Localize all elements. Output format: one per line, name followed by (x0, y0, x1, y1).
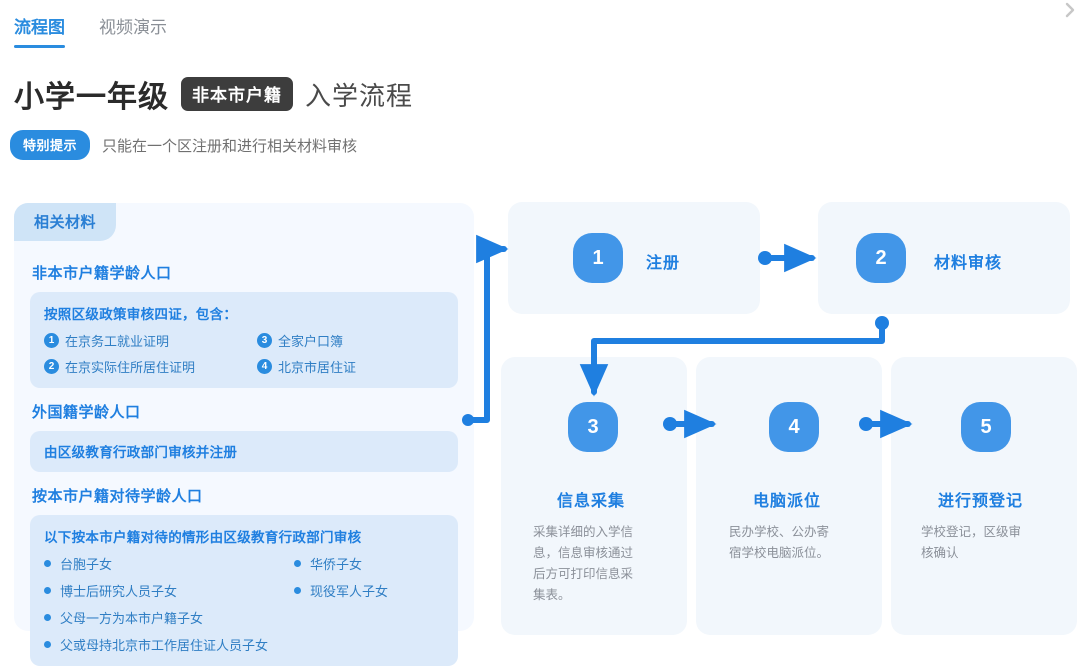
tab-flowchart-label: 流程图 (14, 18, 65, 37)
non-local-requirements-box: 按照区级政策审核四证，包含： 1 在京务工就业证明 3 全家户口簿 2 在京实际… (30, 292, 458, 388)
step-badge-3: 3 (568, 402, 618, 452)
list-item: 台胞子女 (44, 554, 294, 573)
list-item: 2 在京实际住所居住证明 (44, 357, 257, 376)
list-item-label: 全家户口簿 (278, 334, 344, 349)
step-label-1: 注册 (646, 255, 681, 272)
list-item: 1 在京务工就业证明 (44, 331, 257, 350)
step-badge-5: 5 (961, 402, 1011, 452)
connector-step1-to-step2 (758, 243, 817, 273)
step-label-4: 电脑派位 (753, 493, 822, 510)
non-local-box-title: 按照区级政策审核四证，包含： (44, 307, 238, 322)
list-item: 华侨子女 (294, 554, 444, 573)
tab-active-underline (14, 45, 65, 48)
section-heading-non-local: 非本市户籍学龄人口 (32, 265, 172, 282)
step-label-3: 信息采集 (557, 493, 626, 510)
four-certificates-grid: 1 在京务工就业证明 3 全家户口簿 2 在京实际住所居住证明 4 北京市居住证 (44, 331, 444, 376)
materials-panel-tab: 相关材料 (14, 203, 117, 241)
step-badge-1: 1 (573, 233, 623, 283)
section-heading-foreign: 外国籍学龄人口 (32, 404, 141, 421)
step-description-3: 采集详细的入学信息，信息审核通过后方可打印信息采集表。 (533, 525, 634, 602)
page-title-main: 小学一年级 (14, 81, 169, 114)
number-marker-icon: 3 (257, 333, 272, 348)
number-marker-icon: 2 (44, 359, 59, 374)
list-item-label: 台胞子女 (60, 557, 113, 572)
page-title: 小学一年级 非本市户籍 入学流程 (14, 72, 413, 116)
list-item: 现役军人子女 (294, 581, 444, 600)
list-item-label: 在京实际住所居住证明 (65, 360, 196, 375)
bullet-dot-icon (44, 641, 51, 648)
special-tip-row: 特别提示 只能在一个区注册和进行相关材料审核 (10, 130, 357, 160)
tab-video-demo-label: 视频演示 (99, 18, 167, 37)
bullet-dot-icon (294, 587, 301, 594)
list-item-label: 现役军人子女 (310, 584, 389, 599)
step-description-4: 民办学校、公办寄宿学校电脑派位。 (729, 525, 830, 560)
page-title-tail: 入学流程 (305, 80, 414, 111)
treated-as-local-bullet-grid: 台胞子女 博士后研究人员子女 父母一方为本市户籍子女 父或母持北京市工作居住证人… (44, 554, 444, 654)
list-item: 4 北京市居住证 (257, 357, 444, 376)
step-description-5: 学校登记，区级审核确认 (921, 525, 1022, 560)
chevron-right-icon[interactable] (1062, 2, 1078, 18)
list-item-spacer (294, 635, 444, 654)
tab-video-demo[interactable]: 视频演示 (99, 16, 167, 48)
list-item-spacer (294, 608, 444, 627)
tab-flowchart[interactable]: 流程图 (14, 16, 65, 48)
list-item-label: 北京市居住证 (278, 360, 357, 375)
bullet-dot-icon (44, 587, 51, 594)
step-badge-2: 2 (856, 233, 906, 283)
step-badge-4: 4 (769, 402, 819, 452)
foreign-box-text: 由区级教育行政部门审核并注册 (44, 445, 238, 460)
special-tip-badge: 特别提示 (10, 130, 91, 160)
list-item: 3 全家户口簿 (257, 331, 444, 350)
list-item: 父或母持北京市工作居住证人员子女 (44, 635, 294, 654)
flow-card-step-1[interactable] (508, 202, 760, 314)
materials-panel-body: 非本市户籍学龄人口 按照区级政策审核四证，包含： 1 在京务工就业证明 3 全家… (14, 249, 474, 666)
number-marker-icon: 4 (257, 359, 272, 374)
step-label-5: 进行预登记 (938, 493, 1024, 510)
section-heading-treated-as-local: 按本市户籍对待学龄人口 (32, 488, 203, 505)
list-item-label: 博士后研究人员子女 (60, 584, 178, 599)
step-label-2: 材料审核 (934, 255, 1003, 272)
list-item-label: 父或母持北京市工作居住证人员子女 (60, 638, 269, 653)
list-item-label: 父母一方为本市户籍子女 (60, 611, 204, 626)
materials-panel: 相关材料 非本市户籍学龄人口 按照区级政策审核四证，包含： 1 在京务工就业证明… (14, 203, 474, 666)
number-marker-icon: 1 (44, 333, 59, 348)
bullet-dot-icon (44, 614, 51, 621)
list-item-label: 在京务工就业证明 (65, 334, 170, 349)
bullet-dot-icon (294, 560, 301, 567)
list-item-label: 华侨子女 (310, 557, 363, 572)
treated-as-local-box-title: 以下按本市户籍对待的情形由区级教育行政部门审核 (44, 530, 362, 545)
treated-as-local-box: 以下按本市户籍对待的情形由区级教育行政部门审核 台胞子女 博士后研究人员子女 父… (30, 515, 458, 666)
list-item: 博士后研究人员子女 (44, 581, 294, 600)
special-tip-text: 只能在一个区注册和进行相关材料审核 (102, 137, 358, 155)
tab-bar: 流程图 视频演示 (14, 16, 167, 48)
page-title-badge: 非本市户籍 (181, 77, 293, 111)
bullet-dot-icon (44, 560, 51, 567)
foreign-requirements-box: 由区级教育行政部门审核并注册 (30, 431, 458, 472)
list-item: 父母一方为本市户籍子女 (44, 608, 294, 627)
